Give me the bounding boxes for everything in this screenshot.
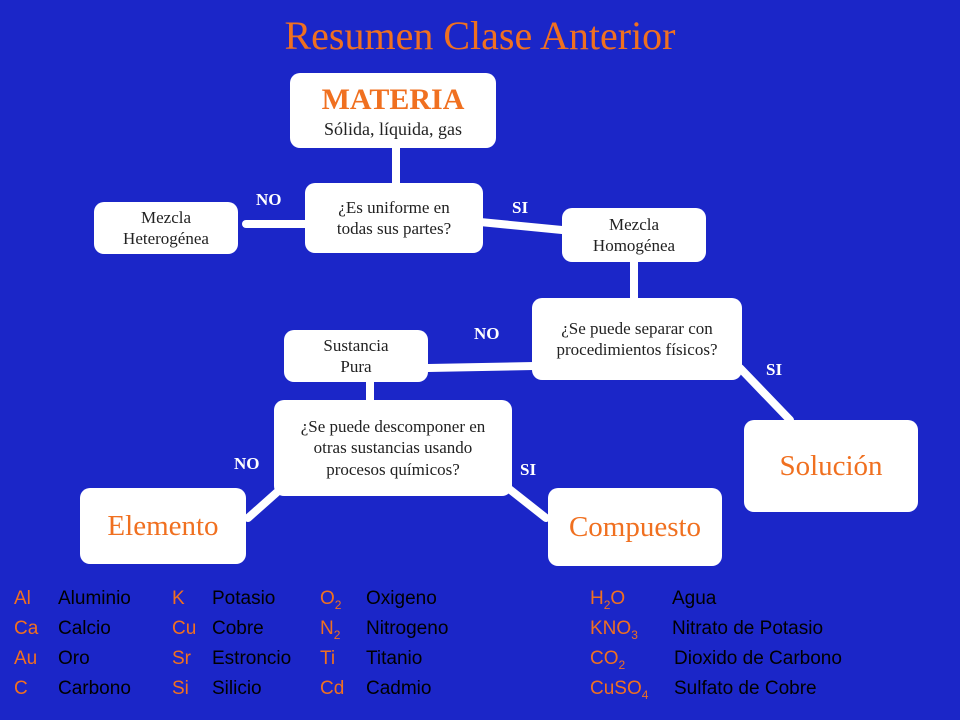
formula-part: CuSO	[590, 678, 642, 699]
formula-part: O	[610, 588, 626, 609]
node-compuesto-label: Compuesto	[568, 510, 702, 543]
node-homogenea-line1: Mezcla	[608, 214, 660, 234]
node-uniforme-line2: todas sus partes?	[336, 219, 452, 238]
element-subscript: 2	[333, 627, 341, 642]
node-elemento: Elemento	[80, 488, 246, 564]
node-sustancia: Sustancia Pura	[284, 330, 428, 382]
element-symbol: Cu	[172, 618, 197, 639]
node-uniforme: ¿Es uniforme en todas sus partes?	[305, 183, 483, 253]
edge-label-si: SI	[766, 360, 783, 379]
element-symbol: Si	[172, 678, 189, 699]
node-sustancia-line2: Pura	[340, 357, 372, 376]
node-solucion: Solución	[744, 420, 918, 512]
node-uniforme-line1: ¿Es uniforme en	[338, 197, 450, 217]
compound-formula: CO2	[590, 648, 625, 672]
element-name: Estroncio	[212, 648, 292, 669]
edge-label-si: SI	[512, 198, 529, 217]
node-compuesto: Compuesto	[548, 488, 722, 566]
node-materia-subtitle: Sólida, líquida, gas	[324, 119, 462, 139]
node-separar-line1: ¿Se puede separar con	[561, 318, 713, 338]
element-symbol: Ca	[14, 618, 39, 639]
element-symbol: N2	[320, 618, 341, 642]
node-sustancia-line1: Sustancia	[323, 335, 389, 355]
formula-subscript: 4	[641, 687, 649, 702]
element-symbol: Sr	[172, 648, 191, 669]
node-heterogenea: Mezcla Heterogénea	[94, 202, 238, 254]
formula-part: H	[590, 588, 604, 609]
compound-name: Dioxido de Carbono	[674, 648, 842, 669]
element-symbol: Al	[14, 588, 31, 609]
edge-label-si: SI	[520, 460, 537, 479]
element-name: Titanio	[366, 648, 423, 669]
element-name: Nitrogeno	[366, 618, 449, 639]
node-descomponer-line3: procesos químicos?	[326, 459, 460, 479]
element-name: Silicio	[212, 678, 262, 699]
compound-formula: KNO3	[590, 618, 638, 642]
edge-label-no: NO	[474, 324, 500, 343]
element-symbol: K	[172, 588, 185, 609]
node-heterogenea-line1: Mezcla	[140, 207, 192, 227]
formula-part: KNO	[590, 618, 632, 639]
formula-subscript: 2	[618, 657, 626, 672]
element-name: Potasio	[212, 588, 276, 609]
element-name: Carbono	[58, 678, 131, 699]
node-homogenea-line2: Homogénea	[592, 236, 676, 255]
compound-formula: CuSO4	[590, 678, 648, 702]
node-separar-line2: procedimientos físicos?	[556, 340, 718, 359]
compound-name: Sulfato de Cobre	[674, 678, 817, 699]
element-name: Oxigeno	[366, 588, 437, 609]
compound-name: Agua	[672, 588, 717, 609]
element-symbol: Ti	[320, 648, 336, 669]
node-materia-title: MATERIA	[321, 82, 465, 116]
element-name: Calcio	[58, 618, 111, 639]
line-separar-sustancia	[424, 362, 538, 372]
node-homogenea: Mezcla Homogénea	[562, 208, 706, 262]
compound-formula: H2O	[590, 588, 625, 612]
compound-name: Nitrato de Potasio	[672, 618, 824, 639]
node-descomponer: ¿Se puede descomponer en otras sustancia…	[274, 400, 512, 496]
line-descomponer-compuesto	[504, 484, 550, 522]
node-heterogenea-line2: Heterogénea	[123, 229, 209, 248]
node-descomponer-line1: ¿Se puede descomponer en	[300, 417, 486, 437]
element-name: Aluminio	[58, 588, 131, 609]
line-separar-solucion	[736, 364, 794, 424]
node-materia: MATERIA Sólida, líquida, gas	[290, 73, 496, 148]
element-subscript: 2	[334, 597, 342, 612]
element-symbol: O2	[320, 588, 342, 612]
node-elemento-label: Elemento	[107, 509, 219, 542]
node-solucion-label: Solución	[779, 449, 883, 482]
node-separar: ¿Se puede separar con procedimientos fís…	[532, 298, 742, 380]
formula-part: CO	[590, 648, 619, 669]
element-name: Cobre	[212, 618, 264, 639]
node-descomponer-line2: otras sustancias usando	[313, 438, 473, 458]
element-name: Cadmio	[366, 678, 432, 699]
element-symbol: Au	[14, 648, 38, 669]
edge-label-no: NO	[256, 190, 282, 209]
line-uniforme-homogenea	[476, 218, 566, 234]
element-symbol: C	[14, 678, 28, 699]
element-symbol: Cd	[320, 678, 345, 699]
formula-subscript: 2	[603, 597, 611, 612]
element-name: Oro	[58, 648, 90, 669]
page-title: Resumen Clase Anterior	[284, 13, 676, 58]
edge-label-no: NO	[234, 454, 260, 473]
formula-subscript: 3	[631, 627, 638, 642]
